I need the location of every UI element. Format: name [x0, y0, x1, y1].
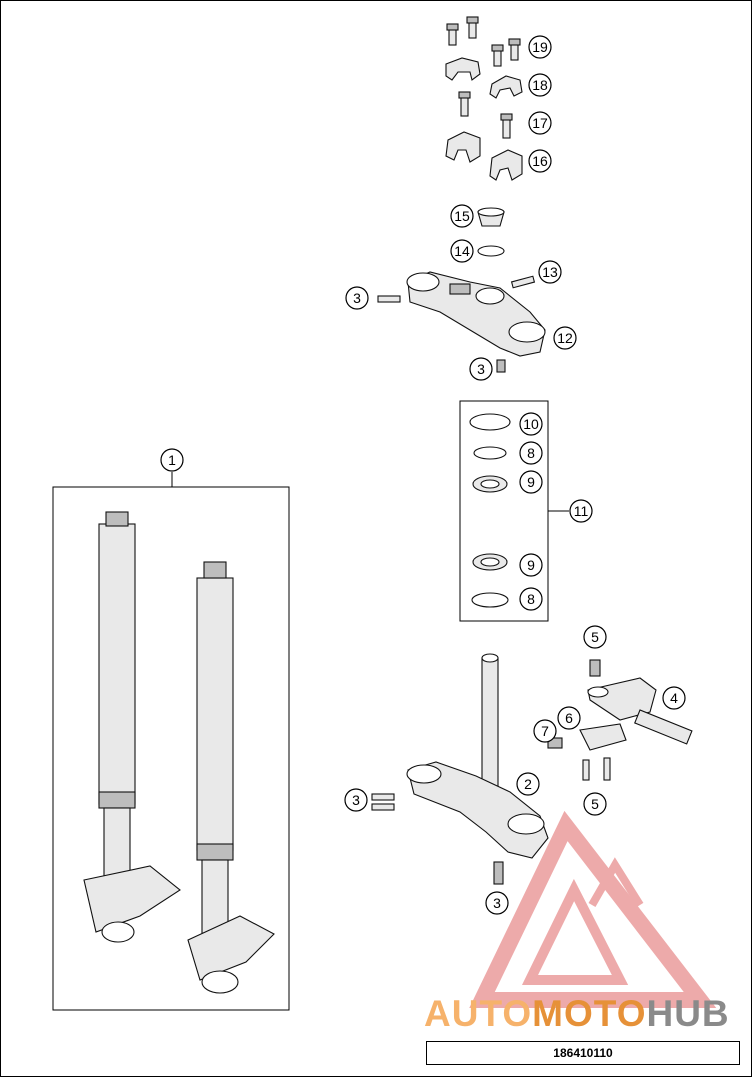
callout-5b: 5 [583, 792, 607, 816]
svg-text:13: 13 [542, 264, 558, 280]
svg-text:8: 8 [527, 591, 535, 607]
fork-assembly-box [52, 486, 290, 1011]
svg-text:5: 5 [591, 796, 599, 812]
steering-damper [547, 659, 693, 781]
left-fork-leg [83, 511, 181, 943]
document-number: 186410110 [426, 1041, 740, 1065]
callout-17: 17 [528, 111, 552, 135]
svg-text:11: 11 [574, 503, 589, 519]
callout-3c: 3 [344, 788, 368, 812]
callout-12: 12 [553, 326, 577, 350]
fork-cap-nut [477, 207, 505, 227]
watermark-brand: AUTOMOTOHUB [424, 992, 749, 1036]
svg-text:3: 3 [353, 290, 361, 306]
callout-9a: 9 [519, 470, 543, 494]
svg-text:4: 4 [670, 690, 678, 706]
svg-text:3: 3 [477, 361, 485, 377]
brand-part-3: HUB [646, 993, 730, 1034]
callout-8a: 8 [519, 441, 543, 465]
svg-text:9: 9 [527, 557, 535, 573]
svg-text:7: 7 [541, 723, 549, 739]
svg-text:2: 2 [524, 776, 532, 792]
washer [477, 245, 505, 257]
callout-8b: 8 [519, 587, 543, 611]
brand-part-2: MOTO [532, 993, 647, 1034]
svg-text:3: 3 [493, 895, 501, 911]
svg-text:1: 1 [168, 452, 176, 468]
svg-text:16: 16 [532, 153, 548, 169]
callout-7: 7 [533, 719, 557, 743]
callout-19: 19 [528, 35, 552, 59]
callout-14: 14 [450, 239, 474, 263]
bearing-kit-parts [469, 413, 511, 608]
callout-13: 13 [538, 260, 562, 284]
svg-text:12: 12 [557, 330, 573, 346]
clamp-bolts-lower [458, 91, 513, 139]
svg-text:17: 17 [532, 115, 548, 131]
svg-text:6: 6 [565, 710, 573, 726]
svg-text:8: 8 [527, 445, 535, 461]
callout-1: 1 [160, 448, 184, 472]
callout-16: 16 [528, 149, 552, 173]
callout-6: 6 [557, 706, 581, 730]
callout-4: 4 [662, 686, 686, 710]
svg-text:3: 3 [352, 792, 360, 808]
callout-circles: 19 18 17 16 15 14 13 3 12 3 10 8 9 11 9 … [160, 35, 686, 915]
svg-text:5: 5 [591, 629, 599, 645]
lower-clamps [445, 131, 523, 181]
upper-triple-clamp [406, 271, 546, 357]
triple-clamp-bolts [377, 275, 536, 373]
callout-11: 11 [569, 499, 593, 523]
handlebar-clamp-bolts [446, 16, 521, 67]
right-fork-leg [187, 561, 275, 994]
svg-text:10: 10 [523, 416, 539, 432]
upper-clamps [445, 57, 523, 99]
callout-5a: 5 [583, 625, 607, 649]
watermark-logo-icon [469, 810, 717, 1008]
callout-15: 15 [450, 204, 474, 228]
svg-text:14: 14 [454, 243, 470, 259]
callout-3d: 3 [485, 891, 509, 915]
callout-3a: 3 [345, 286, 369, 310]
brand-part-1: AUTO [424, 993, 533, 1034]
callout-3b: 3 [469, 357, 493, 381]
callout-2: 2 [516, 772, 540, 796]
callout-18: 18 [528, 73, 552, 97]
callout-10: 10 [519, 412, 543, 436]
svg-text:9: 9 [527, 474, 535, 490]
svg-text:18: 18 [532, 77, 548, 93]
lower-triple-clamp [371, 653, 549, 885]
callout-9b: 9 [519, 553, 543, 577]
svg-text:15: 15 [454, 208, 470, 224]
svg-text:19: 19 [532, 39, 548, 55]
